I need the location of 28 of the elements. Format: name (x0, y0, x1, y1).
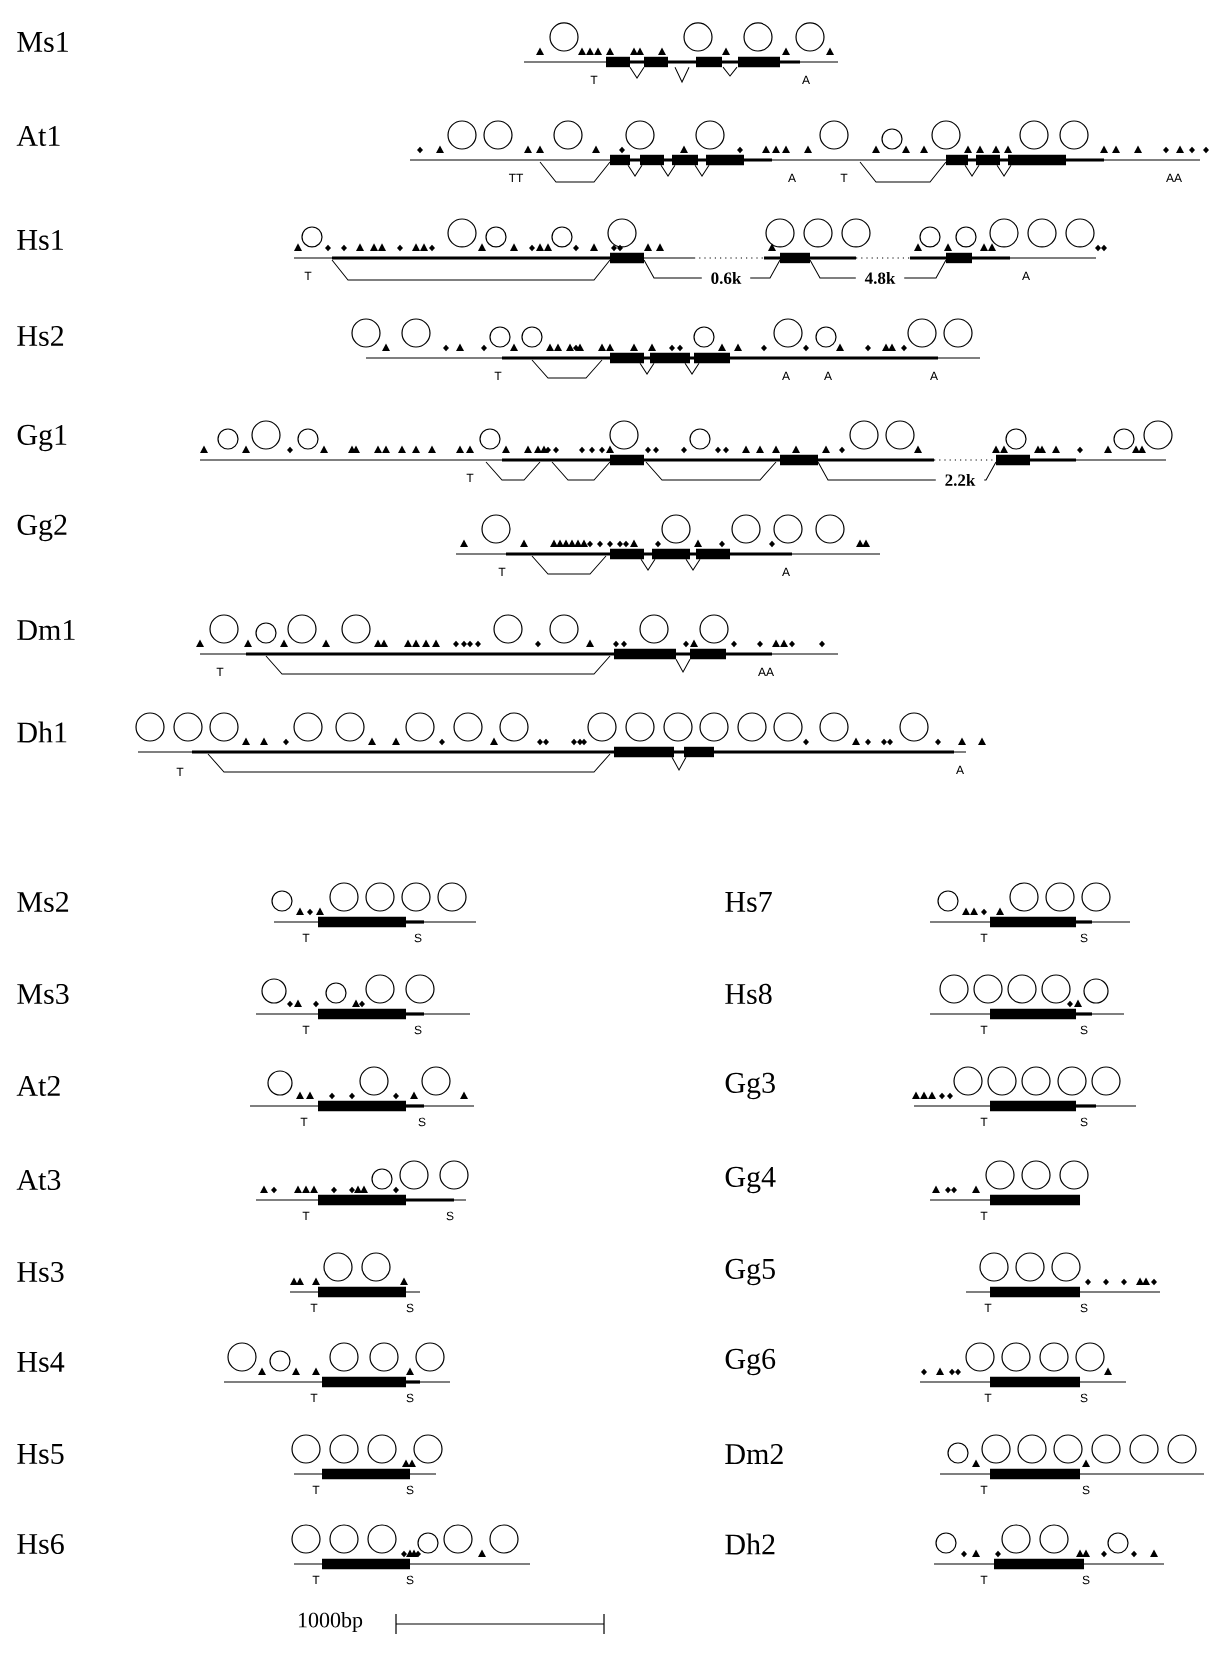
gap-length-label: 4.8k (864, 271, 896, 284)
row-label: Dm1 (17, 620, 75, 640)
row-label: Gg2 (17, 514, 67, 542)
row-label: Hs2 (17, 325, 64, 347)
gap-length-label: 0.6k (711, 271, 742, 284)
row-label: Ms3 (17, 983, 69, 1005)
row-label: Gg5 (725, 1258, 775, 1286)
gap-length-label: 2.2k (945, 473, 976, 486)
row-label: Dm2 (725, 1444, 783, 1464)
row-label: Hs4 (17, 1352, 65, 1372)
row-label: Ms1 (17, 31, 68, 52)
row-label: Hs6 (17, 1533, 64, 1555)
row-label: Hs7 (725, 892, 772, 912)
row-label: Gg6 (725, 1348, 776, 1376)
row-label: Gg1 (17, 424, 67, 452)
row-label: Hs3 (17, 1261, 64, 1283)
row-label: At3 (16, 1169, 61, 1191)
row-label: Dh1 (17, 721, 67, 743)
row-label: At2 (16, 1075, 60, 1097)
row-label: Hs5 (17, 1444, 64, 1464)
row-label: Gg4 (725, 1166, 776, 1194)
row-label: Ms2 (17, 891, 69, 913)
row-label: Hs1 (17, 229, 63, 250)
row-label: Dh2 (725, 1533, 775, 1555)
row-label: At1 (16, 125, 60, 146)
row-label: Hs8 (725, 983, 772, 1005)
scale-label: 1000bp (298, 1612, 363, 1632)
row-label: Gg3 (725, 1072, 775, 1100)
